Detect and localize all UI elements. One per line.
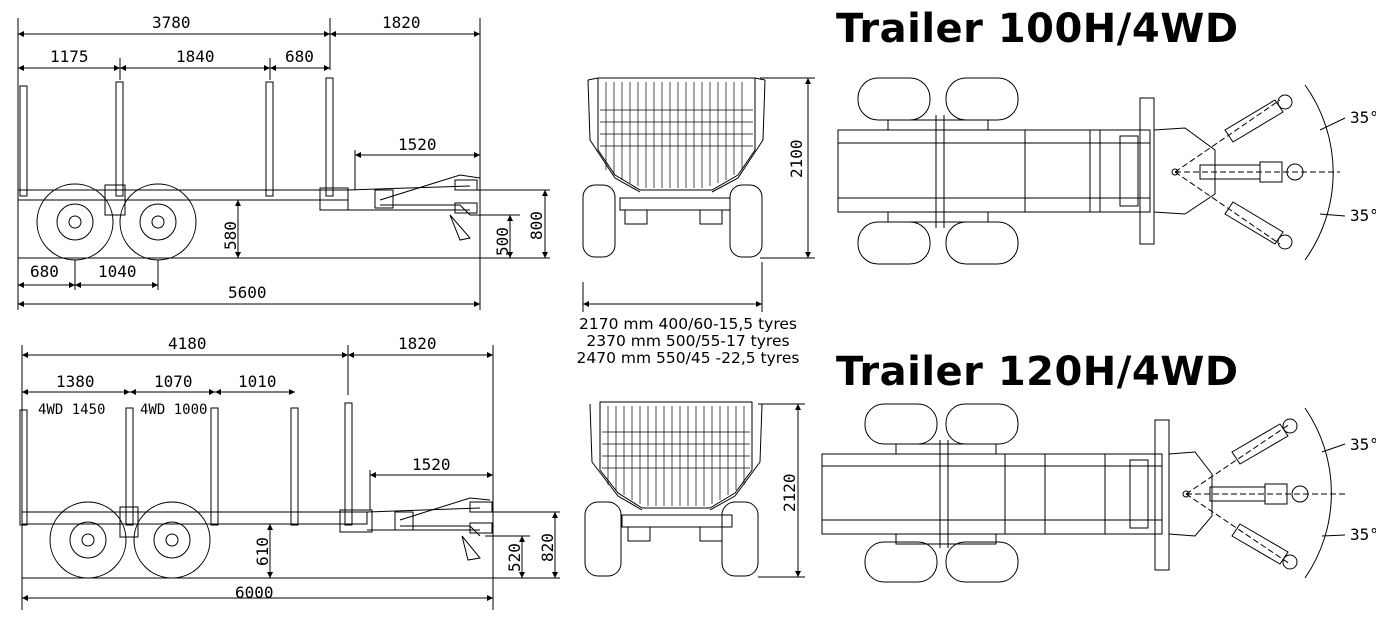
dim-overall-length-100: 3780 [152,13,191,32]
title-trailer-120: Trailer 120H/4WD [836,349,1239,395]
dim-hitch-low-100: 500 [493,227,512,256]
dim-rear-height-100: 2100 [787,139,806,178]
dim-hitch-high-120: 820 [538,533,557,562]
dim-rear-height-120: 2120 [780,473,799,512]
dim-axle-front-100: 680 [30,262,59,281]
dim-total-length-100: 5600 [228,283,267,302]
tyre-width-2: 2370 mm 500/55-17 tyres [586,332,790,350]
dim-drawbar-reach-120: 1520 [412,455,451,474]
angle-lower-120: 35° [1350,525,1376,544]
dim-frame-height-120: 610 [253,537,272,566]
dim-hitch-high-100: 800 [527,211,546,240]
dim-frame-height-100: 580 [221,221,240,250]
dim-total-length-120: 6000 [235,583,274,602]
rear-view-120 [584,401,805,578]
dim-drawbar-length-100: 1820 [382,13,421,32]
note-4wd-2-120: 4WD 1000 [140,402,207,418]
dim-stake-1-100: 1175 [50,47,89,66]
side-view-100 [17,18,550,310]
rear-view-100 [582,77,815,312]
angle-upper-120: 35° [1350,435,1376,454]
title-trailer-100: Trailer 100H/4WD [836,6,1239,52]
dim-axle-spacing-100: 1040 [98,262,137,281]
angle-upper-100: 35° [1350,108,1376,127]
dim-stake-3-100: 680 [285,47,314,66]
dim-drawbar-reach-100: 1520 [398,135,437,154]
dim-stake-2-100: 1840 [176,47,215,66]
note-4wd-1-120: 4WD 1450 [38,402,105,418]
dim-stake-3-120: 1010 [238,372,277,391]
side-view-120 [19,345,560,610]
dim-stake-1-120: 1380 [56,372,95,391]
top-view-120 [821,403,1346,583]
dim-overall-length-120: 4180 [168,334,207,353]
tyre-width-list: 2170 mm 400/60-15,5 tyres 2370 mm 500/55… [548,316,828,367]
tyre-width-1: 2170 mm 400/60-15,5 tyres [579,315,797,333]
dim-hitch-low-120: 520 [505,543,524,572]
dim-drawbar-length-120: 1820 [398,334,437,353]
tyre-width-3: 2470 mm 550/45 -22,5 tyres [576,349,800,367]
angle-lower-100: 35° [1350,206,1376,225]
top-view-100 [837,77,1346,265]
dim-stake-2-120: 1070 [154,372,193,391]
